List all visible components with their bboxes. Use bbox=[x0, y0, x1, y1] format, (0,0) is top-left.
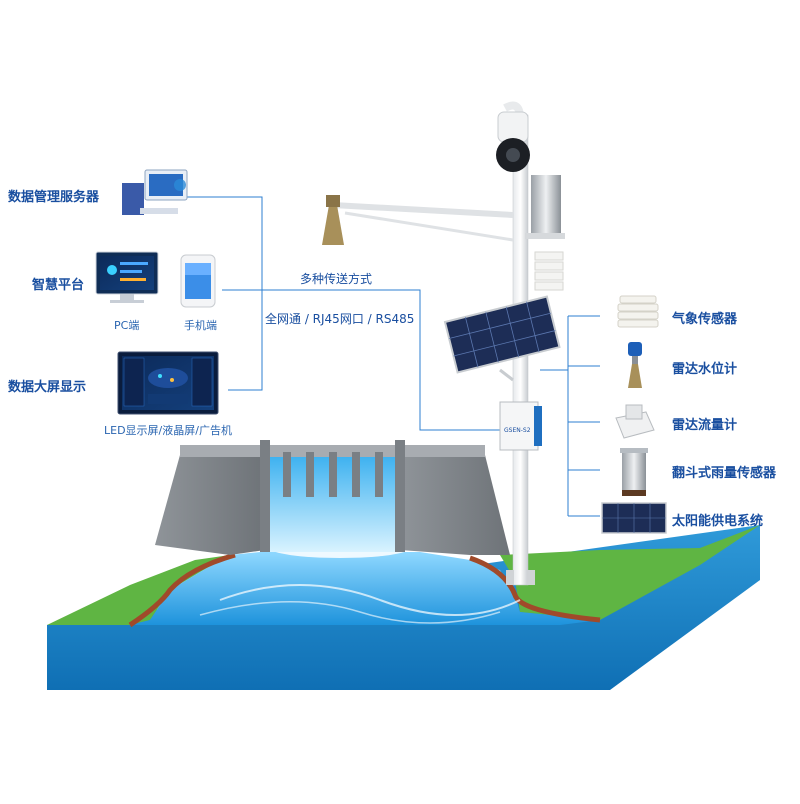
pc-label: PC端 bbox=[114, 319, 140, 332]
platform-label: 智慧平台 bbox=[32, 278, 85, 293]
river-bed bbox=[130, 552, 600, 625]
connector-lines bbox=[183, 196, 600, 517]
ground-front-face bbox=[47, 525, 760, 690]
solar-panel-icon bbox=[601, 502, 667, 534]
solar-panel bbox=[443, 295, 561, 374]
radar-level-icon bbox=[628, 342, 642, 388]
dam-top bbox=[180, 445, 485, 457]
radar-arm bbox=[332, 202, 514, 218]
bigscreen-label: 数据大屏显示 bbox=[8, 380, 87, 395]
river-bank-left bbox=[128, 552, 236, 628]
louver-box bbox=[534, 251, 564, 291]
right-item-weather: 气象传感器 bbox=[672, 312, 738, 327]
radar-horn bbox=[322, 205, 344, 245]
right-item-radar-level: 雷达水位计 bbox=[672, 362, 738, 377]
mobile-label: 手机端 bbox=[184, 319, 217, 332]
mobile-phone-icon bbox=[180, 254, 216, 308]
control-box bbox=[499, 401, 539, 451]
pc-monitor-icon bbox=[95, 251, 159, 303]
spillway-piers bbox=[283, 452, 383, 497]
right-item-radar-flow: 雷达流量计 bbox=[672, 418, 738, 433]
grass-left bbox=[47, 555, 230, 625]
dam-right-wall bbox=[400, 455, 510, 555]
camera-body bbox=[497, 111, 529, 143]
transmission-methods: 全网通 / RJ45网口 / RS485 bbox=[265, 312, 415, 326]
dam-left-wall bbox=[155, 455, 265, 555]
server-label: 数据管理服务器 bbox=[8, 190, 100, 205]
control-box-label: GSEN-S2 bbox=[504, 427, 531, 434]
radar-flow-icon bbox=[615, 404, 655, 439]
grass-right bbox=[500, 525, 760, 620]
right-item-rain-gauge: 翻斗式雨量传感器 bbox=[672, 466, 777, 481]
led-screen-icon bbox=[117, 351, 219, 415]
led-label: LED显示屏/液晶屏/广告机 bbox=[104, 424, 232, 437]
rain-gauge-icon bbox=[620, 448, 648, 496]
right-item-solar: 太阳能供电系统 bbox=[672, 514, 764, 529]
water-swirl-2 bbox=[199, 600, 501, 624]
dam bbox=[155, 440, 510, 555]
transmission-title: 多种传送方式 bbox=[300, 272, 373, 286]
water-swirl-1 bbox=[219, 584, 521, 616]
river-bank-right bbox=[469, 555, 601, 623]
monitoring-pole bbox=[322, 101, 565, 586]
weather-sensor-icon bbox=[617, 295, 659, 328]
server-computer-icon bbox=[122, 169, 188, 215]
terrain bbox=[47, 525, 760, 690]
rain-gauge-cylinder bbox=[531, 175, 561, 233]
